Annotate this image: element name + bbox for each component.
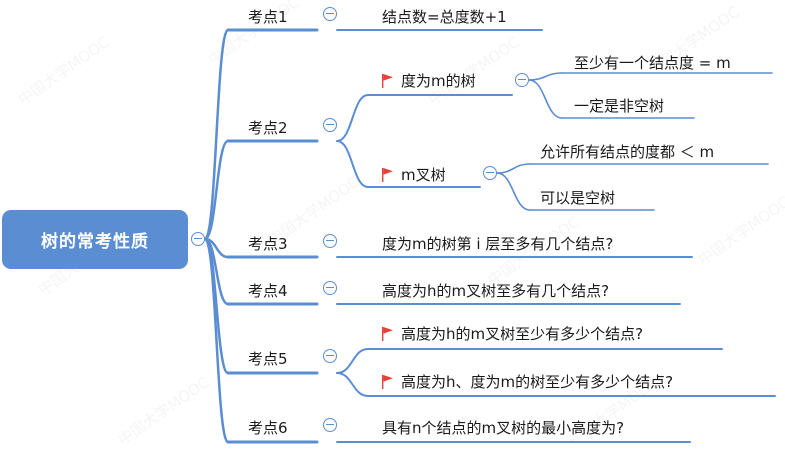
topic-point-1[interactable]: 考点1 — [248, 6, 288, 27]
root-node[interactable]: 树的常考性质 — [2, 210, 188, 269]
connector-line — [528, 79, 563, 119]
subtopic-m-ary-tree[interactable]: m叉树 — [382, 164, 446, 185]
detail-label: 度为m的树第 i 层至多有几个结点? — [382, 235, 614, 253]
point-1-detail[interactable]: 结点数=总度数+1 — [382, 6, 507, 27]
topic-point-3[interactable]: 考点3 — [248, 233, 288, 254]
topic-label: 考点1 — [248, 8, 288, 26]
detail-label: 可以是空树 — [540, 189, 616, 207]
point-4-detail[interactable]: 高度为h的m叉树至多有几个结点? — [382, 280, 609, 301]
topic-label: 考点4 — [248, 282, 288, 300]
connector-line — [336, 372, 369, 397]
point-5-collapse-icon[interactable] — [323, 349, 337, 363]
topic-point-2[interactable]: 考点2 — [248, 117, 288, 138]
detail-label: 至少有一个结点度 = m — [574, 54, 731, 72]
subtopic-m-ary-collapse-icon[interactable] — [483, 166, 497, 180]
point-6-collapse-icon[interactable] — [323, 418, 337, 432]
topic-label: 考点3 — [248, 235, 288, 253]
m-ary-detail-1[interactable]: 允许所有结点的度都 ＜ m — [540, 141, 714, 162]
point-3-collapse-icon[interactable] — [323, 234, 337, 248]
topic-point-6[interactable]: 考点6 — [248, 417, 288, 438]
detail-label: 高度为h的m叉树至多有几个结点? — [382, 282, 610, 300]
m-ary-detail-2[interactable]: 可以是空树 — [540, 187, 615, 208]
topic-point-5[interactable]: 考点5 — [248, 348, 288, 369]
subtopic-tree-collapse-icon[interactable] — [515, 73, 529, 87]
tree-detail-2[interactable]: 一定是非空树 — [574, 95, 664, 116]
subtopic-label: 度为m的树 — [401, 72, 476, 90]
detail-label: 结点数=总度数+1 — [382, 8, 507, 26]
topic-label: 考点5 — [248, 350, 288, 368]
red-flag-icon — [382, 375, 393, 389]
root-collapse-icon[interactable] — [191, 232, 205, 246]
red-flag-icon — [382, 74, 393, 88]
connector-line — [336, 348, 369, 374]
connector-line — [203, 28, 230, 241]
detail-label: 高度为h的m叉树至少有多少个结点? — [401, 325, 644, 343]
connector-line — [203, 139, 230, 241]
detail-label: 一定是非空树 — [574, 97, 665, 115]
root-node-label: 树的常考性质 — [41, 232, 149, 252]
point-1-collapse-icon[interactable] — [323, 7, 337, 21]
red-flag-icon — [382, 327, 393, 341]
topic-label: 考点2 — [248, 119, 288, 137]
connector-line — [496, 172, 531, 211]
topic-label: 考点6 — [248, 419, 288, 437]
point-3-detail[interactable]: 度为m的树第 i 层至多有几个结点? — [382, 233, 613, 254]
connector-line — [528, 72, 563, 81]
connector-line — [336, 94, 369, 142]
point-4-collapse-icon[interactable] — [323, 281, 337, 295]
topic-point-4[interactable]: 考点4 — [248, 280, 288, 301]
tree-detail-1[interactable]: 至少有一个结点度 = m — [574, 52, 731, 73]
detail-label: 允许所有结点的度都 ＜ m — [540, 143, 715, 161]
subtopic-label: m叉树 — [401, 166, 446, 184]
connector-line — [203, 237, 230, 444]
point-2-collapse-icon[interactable] — [323, 118, 337, 132]
detail-label: 高度为h、度为m的树至少有多少个结点? — [401, 373, 674, 391]
detail-label: 具有n个结点的m叉树的最小高度为? — [382, 419, 625, 437]
point-5-detail-2[interactable]: 高度为h、度为m的树至少有多少个结点? — [382, 371, 673, 392]
red-flag-icon — [382, 168, 393, 182]
subtopic-tree-degree-m[interactable]: 度为m的树 — [382, 70, 476, 91]
connector-line — [496, 163, 531, 174]
connector-line — [336, 140, 369, 188]
point-6-detail[interactable]: 具有n个结点的m叉树的最小高度为? — [382, 417, 624, 438]
point-5-detail-1[interactable]: 高度为h的m叉树至少有多少个结点? — [382, 323, 643, 344]
